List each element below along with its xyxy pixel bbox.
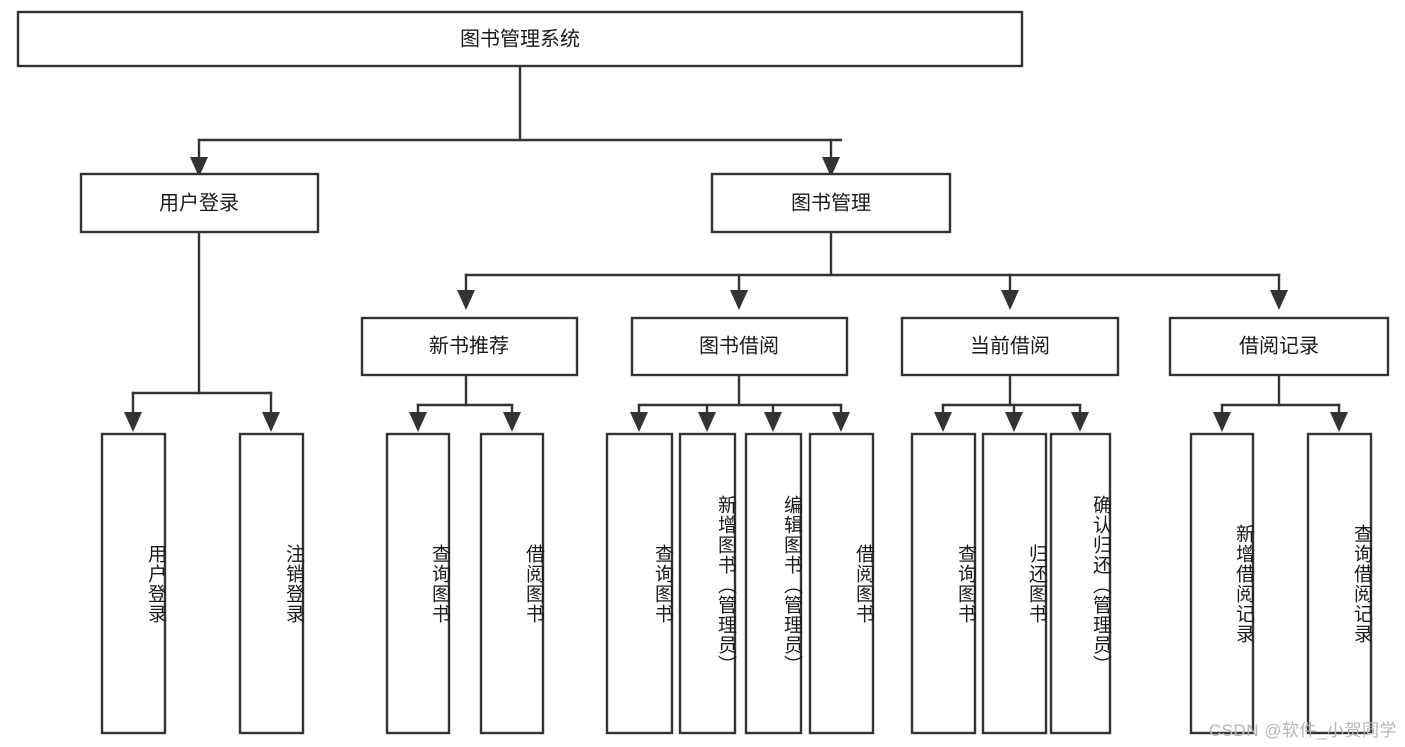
node-book-borrow-label: 图书借阅 [699,334,779,357]
arrowhead-user-login [190,157,208,177]
arrowhead-leaf-logout [262,412,280,432]
node-current-borrow-box[interactable] [900,316,1120,377]
leafbox-edit-book[interactable] [744,432,803,735]
arrowhead-leaf-query-record [1330,412,1348,432]
arrowhead-leaf-add-book [698,412,716,432]
leafbox-confirm-return[interactable] [1049,432,1112,735]
csdn-watermark: CSDN @软件_小贺同学 [1208,721,1397,740]
node-current-borrow-label: 当前借阅 [970,334,1050,357]
node-user-login-label: 用户登录 [159,191,239,214]
node-book-management-box[interactable] [710,172,952,234]
node-new-book-rec-box[interactable] [360,316,579,377]
leafbox-add-record[interactable] [1189,432,1255,735]
connectors-book-borrow [630,373,850,432]
node-book-borrow-box[interactable] [630,316,849,377]
arrowhead-leaf-query-book-3 [934,412,952,432]
arrowhead-borrow-record [1270,290,1288,310]
leafbox-query-book-1[interactable] [385,432,451,735]
connectors-root [190,64,843,177]
leafbox-query-book-3[interactable] [910,432,977,735]
leafbox-borrow-book-1[interactable] [479,432,545,735]
arrowhead-book-borrow [730,290,748,310]
node-new-book-rec-label: 新书推荐 [429,334,509,357]
connectors-new-book-rec [409,373,521,432]
arrowhead-leaf-query-book-1 [409,412,427,432]
node-root-label: 图书管理系统 [460,27,580,50]
arrowhead-leaf-borrow-book-1 [503,412,521,432]
connectors-book-mgmt [457,230,1288,310]
arrowhead-book-mgmt [822,157,840,177]
node-book-management-label: 图书管理 [791,191,871,214]
arrowhead-leaf-edit-book [764,412,782,432]
leafbox-return-book[interactable] [981,432,1048,735]
arrowhead-leaf-query-book-2 [630,412,648,432]
arrowhead-new-book-rec [457,290,475,310]
connectors-current-borrow [934,373,1089,432]
arrowhead-leaf-user-login [124,412,142,432]
arrowhead-leaf-return-book [1005,412,1023,432]
node-borrow-record-label: 借阅记录 [1239,334,1319,357]
leafbox-query-book-2[interactable] [605,432,674,735]
arrowhead-leaf-borrow-book-2 [832,412,850,432]
arrowhead-current-borrow [1001,290,1019,310]
node-user-login-box[interactable] [79,172,320,234]
leafbox-borrow-book-2[interactable] [808,432,875,735]
connectors-borrow-record [1213,373,1348,432]
node-borrow-record-box[interactable] [1168,316,1390,377]
leafbox-logout[interactable] [238,432,305,735]
leafbox-query-record[interactable] [1306,432,1373,735]
leafbox-user-login[interactable] [100,432,167,735]
arrowhead-leaf-add-record [1213,412,1231,432]
node-root-box[interactable] [16,10,1024,68]
arrowhead-leaf-confirm-return [1071,412,1089,432]
connectors-user-login [124,230,280,432]
leafbox-add-book[interactable] [678,432,737,735]
